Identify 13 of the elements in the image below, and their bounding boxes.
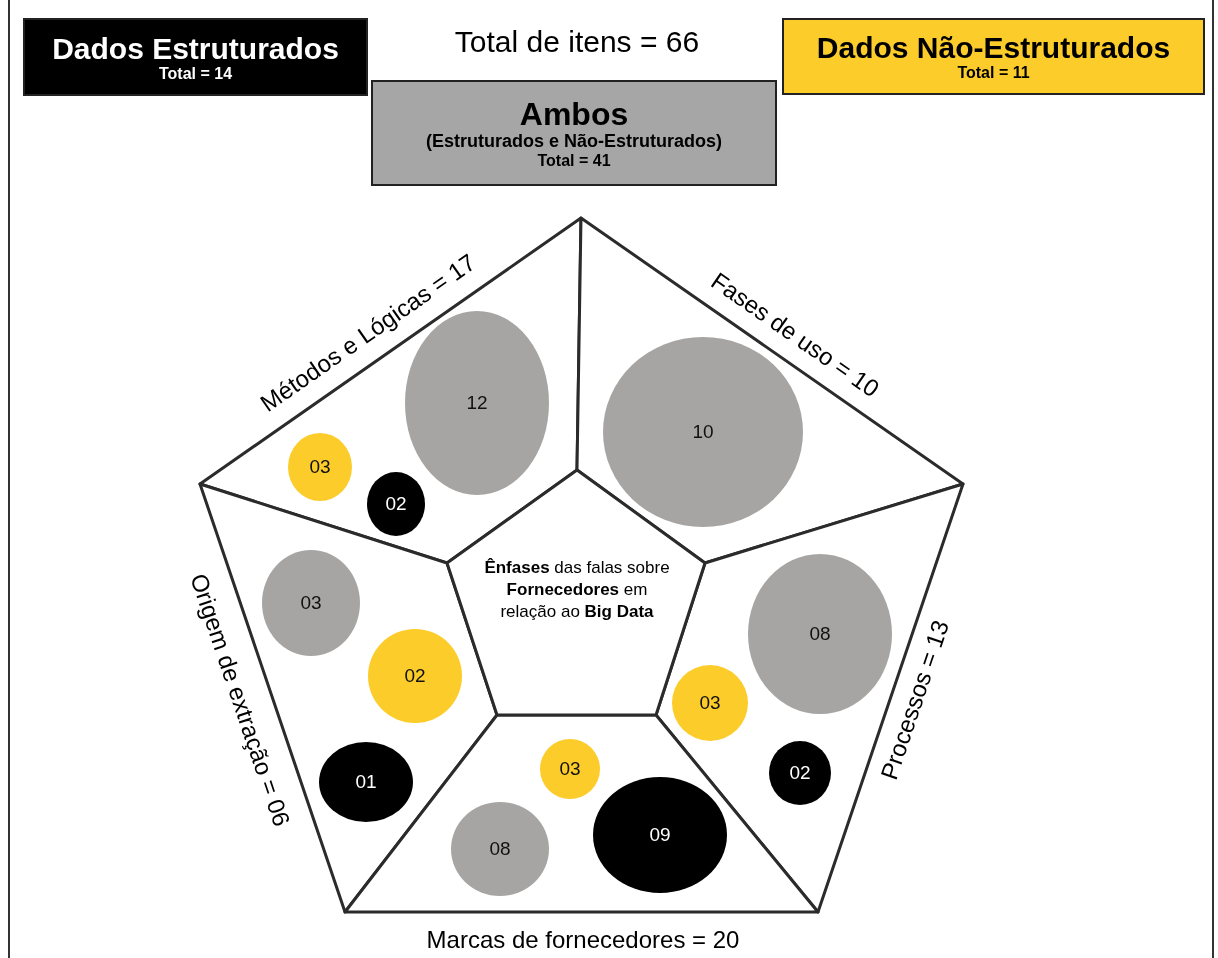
category-box bbox=[782, 18, 1205, 95]
box-heading: Dados Estruturados bbox=[52, 31, 339, 65]
box-subtitle: (Estruturados e Não-Estruturados) bbox=[425, 131, 722, 152]
box-heading: Dados Não-Estruturados bbox=[816, 31, 1171, 65]
center-caption: Ênfases das falas sobre Fornecedores em relação ao Big Data bbox=[484, 557, 670, 624]
segment-label: Marcas de fornecedores = 20 bbox=[426, 926, 740, 954]
category-box bbox=[371, 80, 777, 186]
category-box bbox=[23, 18, 368, 96]
box-total: Total = 14 bbox=[158, 64, 233, 83]
box-total: Total = 41 bbox=[537, 151, 611, 170]
box-heading: Ambos bbox=[519, 96, 629, 132]
diagram-title: Total de itens = 66 bbox=[453, 25, 701, 59]
box-total: Total = 11 bbox=[957, 64, 1030, 82]
